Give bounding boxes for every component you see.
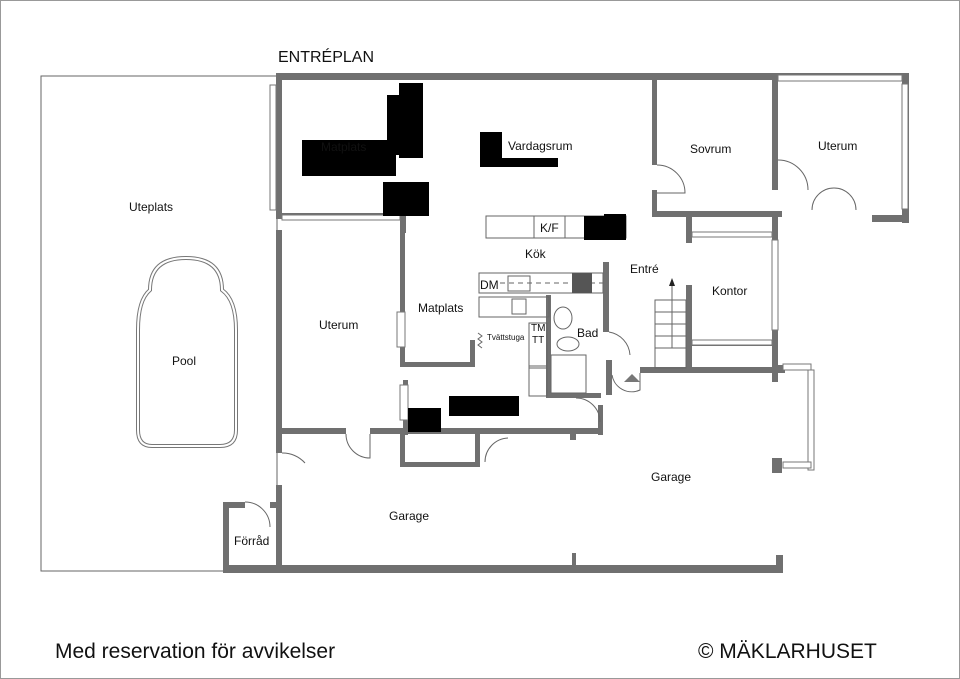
pool-inner [137,256,237,447]
room-label-kontor: Kontor [712,284,747,298]
label-tt: TT [532,335,544,346]
plan-title: ENTRÉPLAN [278,47,374,66]
room-label-entre: Entré [630,262,659,276]
label-tm: TM [531,323,545,334]
disclaimer-text: Med reservation för avvikelser [55,640,336,663]
room-label-garage: Garage [389,509,429,523]
staircase [654,278,687,369]
room-label-bad: Bad [577,326,598,340]
room-label-matplats-2: Matplats [418,301,463,315]
room-label-sovrum: Sovrum [690,142,731,156]
room-label-forrad: Förråd [234,534,269,548]
blacked-out-furniture [302,83,626,432]
room-label-uteplats: Uteplats [129,200,173,214]
room-label-pool: Pool [172,354,196,368]
room-label-uterum: Uterum [818,139,857,153]
room-label-vardagsrum: Vardagsrum [508,139,572,153]
label-dm: DM [480,278,499,292]
windows [269,74,909,471]
uteplats-outline [40,75,278,572]
doors [244,159,857,528]
room-label-matplats: Matplats [321,140,366,154]
room-label-kok: Kök [525,247,547,261]
kitchen-fixtures [477,215,627,397]
room-label-uterum-2: Uterum [319,318,358,332]
copyright-text: © MÄKLARHUSET [698,640,877,663]
walls [223,73,909,573]
room-label-garage-2: Garage [651,470,691,484]
room-label-tvattstuga: Tvättstuga [487,333,525,342]
label-kf: K/F [540,221,559,235]
